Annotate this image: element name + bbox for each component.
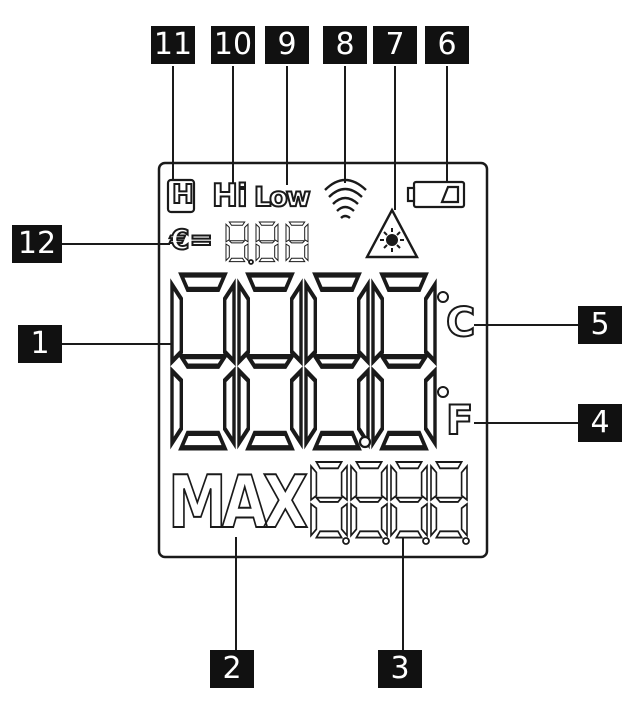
callout-2: 2 <box>210 650 254 688</box>
hi-label: Hi <box>211 177 249 215</box>
celsius-degree-icon <box>437 291 449 303</box>
callout-6: 6 <box>425 26 469 64</box>
fahrenheit-degree-icon <box>437 386 449 398</box>
signal-icon <box>324 178 367 219</box>
callout-5: 5 <box>578 306 622 344</box>
hold-label: H <box>171 179 195 211</box>
callout-8: 8 <box>323 26 367 64</box>
callout-11: 11 <box>151 26 195 64</box>
callout-1: 1 <box>18 325 62 363</box>
battery-icon <box>406 180 466 209</box>
laser-warning-icon <box>365 207 419 259</box>
max-value-digits <box>310 461 470 545</box>
callout-7: 7 <box>373 26 417 64</box>
emissivity-digits <box>225 221 309 265</box>
callout-3: 3 <box>378 650 422 688</box>
main-temperature-digits <box>172 275 435 448</box>
callout-4: 4 <box>578 404 622 442</box>
leader-lines <box>62 66 578 652</box>
callout-9: 9 <box>265 26 309 64</box>
emissivity-symbol: €= <box>169 222 214 257</box>
callout-12: 12 <box>12 225 62 263</box>
fahrenheit-unit: F <box>445 397 474 445</box>
max-label: MAX <box>167 459 309 545</box>
celsius-unit: C <box>445 299 476 347</box>
low-label: Low <box>253 181 312 214</box>
hold-icon-box <box>166 178 196 214</box>
callout-10: 10 <box>211 26 255 64</box>
